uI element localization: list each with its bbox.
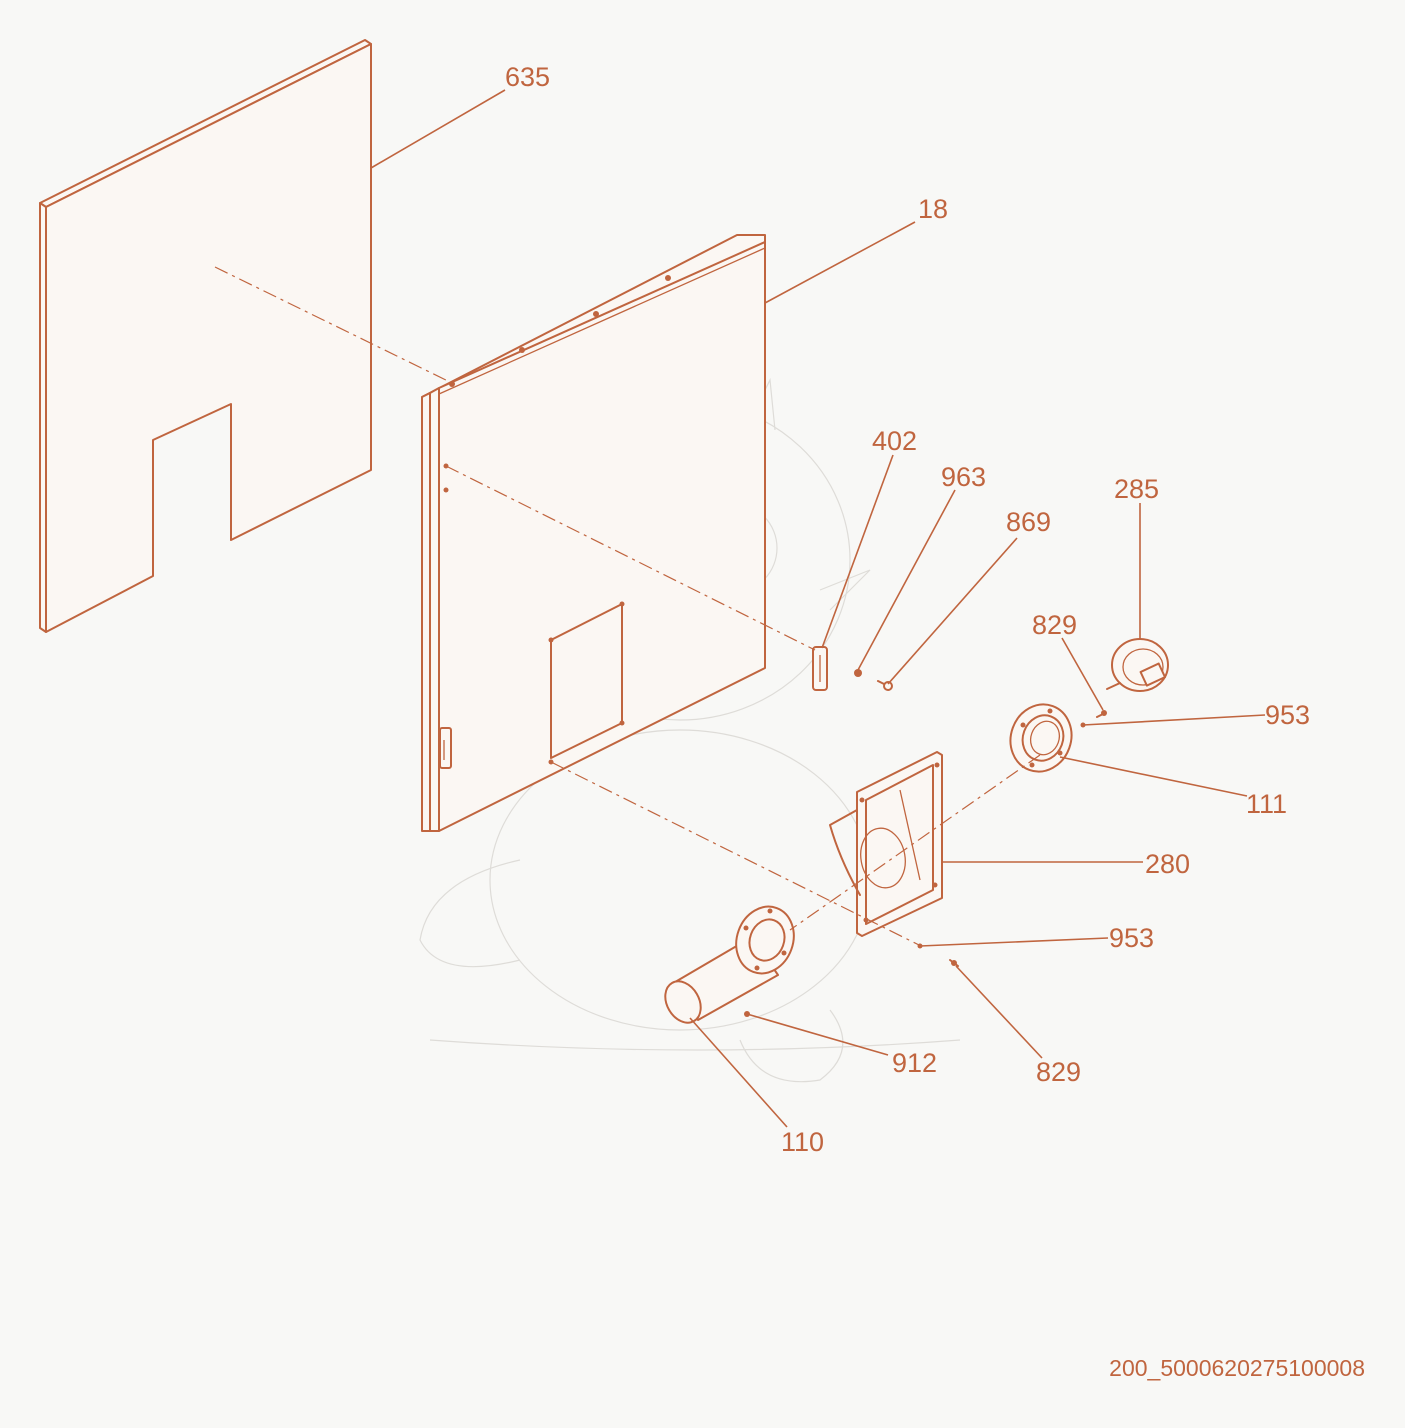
callout-953-top: 953 — [1265, 700, 1310, 730]
part-280-duct-frame — [829, 751, 943, 937]
part-18-panel — [421, 234, 766, 832]
callout-labels: 635 18 402 963 869 285 829 953 111 280 9… — [505, 62, 1310, 1157]
part-402-latch — [812, 646, 828, 691]
callout-829-top: 829 — [1032, 610, 1077, 640]
callout-953-bottom: 953 — [1109, 923, 1154, 953]
callout-635: 635 — [505, 62, 550, 92]
part-963-washer — [854, 669, 862, 677]
callout-829-bottom: 829 — [1036, 1057, 1081, 1087]
part-869-screw — [877, 680, 893, 691]
callout-285: 285 — [1114, 474, 1159, 504]
callout-280: 280 — [1145, 849, 1190, 879]
drawing-number: 200_5000620275100008 — [1109, 1355, 1365, 1381]
part-285-knob — [1106, 638, 1169, 692]
part-635-sheet — [39, 39, 372, 633]
callout-111: 111 — [1246, 789, 1287, 819]
callout-869: 869 — [1006, 507, 1051, 537]
assembly-axis-lines — [214, 266, 1041, 946]
callout-402: 402 — [872, 426, 917, 456]
part-111-flange — [1009, 703, 1073, 773]
leader-lines — [370, 89, 1266, 1128]
callout-110: 110 — [781, 1127, 824, 1157]
callout-18: 18 — [918, 194, 948, 224]
part-829-screw-bottom — [949, 959, 959, 967]
callout-963: 963 — [941, 462, 986, 492]
callout-912: 912 — [892, 1048, 937, 1078]
part-110-tube — [664, 905, 795, 1024]
part-829-screw-top — [1096, 710, 1107, 718]
